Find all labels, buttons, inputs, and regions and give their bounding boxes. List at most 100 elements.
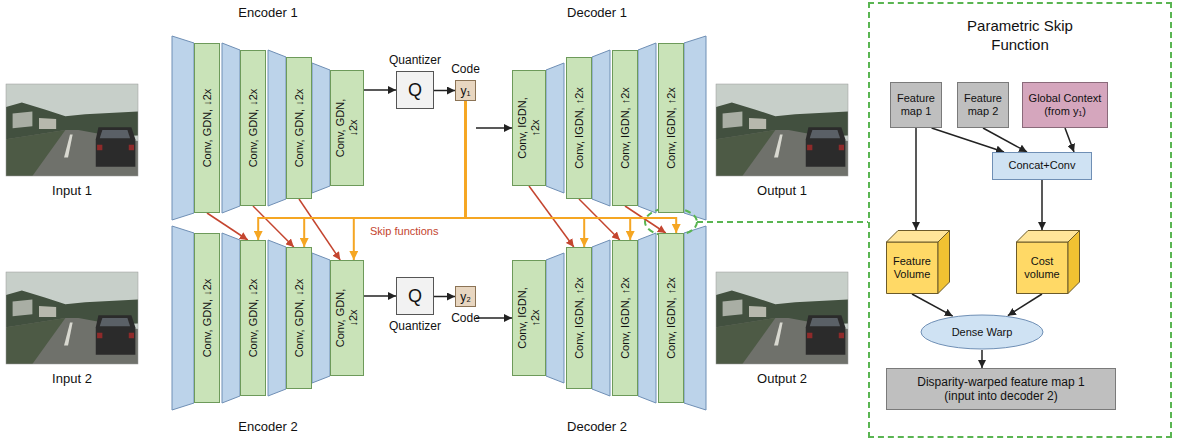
layer-label: Conv, GDN, ↓2x [201,279,214,358]
node-label: Feature map 1 [891,90,941,120]
layer-label: Conv, IGDN, ↑2x [665,277,678,359]
image-caption: Input 2 [52,371,92,386]
feature-slab [222,233,240,403]
flow-arrow [932,128,1004,152]
layer-label: Conv, GDN, ↓2x [293,89,306,168]
node-label: Feature Volume [889,255,935,281]
quantizer-box: QQuantizer [396,277,434,315]
layer-label: Conv, GDN, ↓2x [201,89,214,168]
feature-slab [268,240,286,396]
layer-label: Conv, IGDN, ↑2x [665,87,678,169]
flow-arrow [434,90,455,92]
layer-label: Conv, GDN, ↓2x [247,279,260,358]
context-arrow [304,101,465,247]
process-box: Concat+Conv [992,152,1092,180]
code-box: Codey₁ [455,80,476,101]
flow-arrow [1041,180,1043,230]
skip-label: Skip functions [370,224,438,239]
feature-slab [684,36,706,220]
feature-slab [638,43,656,213]
feature-map-box: Feature map 1 [890,82,942,128]
layer-label: Conv, IGDN, ↑2x [516,285,542,351]
flow-arrow [364,89,396,91]
context-arrow [354,101,466,260]
conv-layer-block: Conv, IGDN, ↑2x [512,260,546,376]
conv-layer-block: Conv, IGDN, ↑2x [612,240,638,396]
conv-layer-block: Conv, GDN, ↓2x [330,260,364,376]
feature-map-box: Feature map 2 [957,82,1009,128]
layer-label: Conv, IGDN, ↑2x [619,87,632,169]
node-label: Disparity-warped feature map 1 (input in… [902,373,1100,406]
feature-slab [222,43,240,213]
node-label: Q [408,287,422,305]
node-heading: Quantizer [389,319,441,333]
warp-ellipse: Dense Warp [920,314,1044,350]
flow-arrow [1065,128,1074,152]
conv-layer-block: Conv, GDN, ↓2x [330,70,364,186]
layer-label: Conv, GDN, ↓2x [293,279,306,358]
road-photo [716,272,848,364]
image-caption: Output 1 [757,183,807,198]
flow-arrow [476,127,512,129]
conv-layer-block: Conv, IGDN, ↑2x [512,70,546,186]
conv-layer-block: Conv, IGDN, ↑2x [658,233,684,403]
conv-layer-block: Conv, IGDN, ↑2x [658,43,684,213]
feature-slab [268,50,286,206]
flow-arrow [476,317,512,319]
flow-arrow [364,295,396,297]
feature-slab [172,36,194,220]
flow-arrow [983,128,1027,152]
encoder-label: Encoder 1 [238,5,297,20]
conv-layer-block: Conv, GDN, ↓2x [240,240,266,396]
conv-layer-block: Conv, GDN, ↓2x [286,57,312,199]
conv-layer-block: Conv, GDN, ↓2x [286,247,312,389]
callout-line [697,221,868,223]
context-box: Global Context (from y₁) [1022,82,1108,128]
node-heading: Quantizer [389,53,441,67]
node-label: Concat+Conv [1005,157,1080,174]
feature-slab [312,253,330,383]
road-photo [716,84,848,176]
layer-label: Conv, GDN, ↓2x [247,89,260,168]
conv-layer-block: Conv, GDN, ↓2x [240,50,266,206]
panel-title: Parametric Skip Function [945,16,1095,54]
layer-label: Conv, IGDN, ↑2x [619,277,632,359]
road-photo [6,84,138,176]
feature-slab [312,63,330,193]
flow-arrow [915,128,917,230]
conv-layer-block: Conv, IGDN, ↑2x [612,50,638,206]
layer-label: Conv, IGDN, ↑2x [573,87,586,169]
conv-layer-block: Conv, GDN, ↓2x [194,233,220,403]
volume-cube: Cost volume [1016,230,1080,294]
feature-slab [592,50,610,206]
skip-function-panel: Feature map 1 Feature map 2 Global Context… [868,2,1172,438]
feature-slab [638,233,656,403]
layer-label: Conv, GDN, ↓2x [334,95,360,161]
decoder-label: Decoder 2 [567,419,627,434]
volume-cube: Feature Volume [886,230,950,294]
conv-layer-block: Conv, IGDN, ↑2x [566,57,592,199]
node-heading: Code [451,311,480,325]
encoder-label: Encoder 2 [238,419,297,434]
conv-layer-block: Conv, GDN, ↓2x [194,43,220,213]
node-label: Cost volume [1019,255,1065,281]
output-box: Disparity-warped feature map 1 (input in… [886,368,1116,410]
feature-slab [172,226,194,410]
node-label: y₁ [460,85,470,97]
layer-label: Conv, IGDN, ↑2x [516,95,542,161]
layer-label: Conv, GDN, ↓2x [334,285,360,351]
conv-layer-block: Conv, IGDN, ↑2x [566,247,592,389]
node-label: Global Context (from y₁) [1023,90,1107,120]
feature-slab [546,253,564,383]
node-heading: Code [451,62,480,76]
node-label: Feature map 2 [958,90,1008,120]
code-box: y₂Code [455,286,476,307]
road-photo [6,272,138,364]
flow-arrow [981,350,983,368]
decoder-label: Decoder 1 [567,5,627,20]
feature-slab [592,240,610,396]
flow-arrow [912,294,953,316]
quantizer-box: QuantizerQ [396,71,434,109]
flow-arrow [434,296,455,298]
flow-arrow [1008,294,1042,316]
